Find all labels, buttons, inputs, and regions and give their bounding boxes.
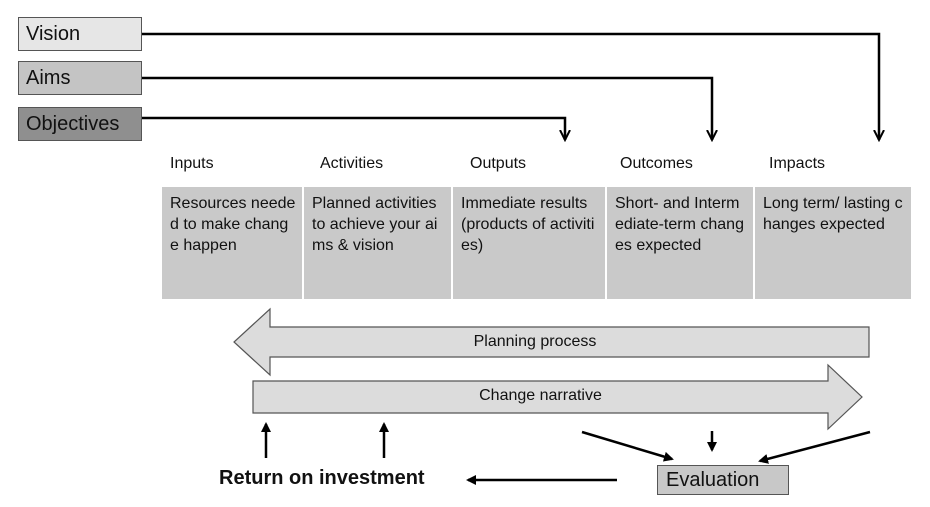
inputs-header: Inputs bbox=[170, 155, 214, 172]
planning-process-label: Planning process bbox=[473, 333, 597, 350]
activities-header: Activities bbox=[320, 155, 384, 172]
return-on-investment-label: Return on investment bbox=[219, 467, 425, 489]
outputs-description: Immediate results (products of activitie… bbox=[453, 187, 605, 299]
evaluation-box: Evaluation bbox=[657, 465, 789, 495]
column-separator bbox=[451, 187, 453, 299]
change-narrative-label: Change narrative bbox=[479, 387, 602, 404]
vision-box: Vision bbox=[18, 17, 142, 51]
impacts-header: Impacts bbox=[769, 155, 826, 172]
outputs-header: Outputs bbox=[470, 155, 527, 172]
activities-description: Planned activities to achieve your aims … bbox=[304, 187, 451, 299]
change-narrative-arrow bbox=[252, 363, 863, 431]
objectives-connector bbox=[142, 116, 565, 140]
evaluation-in-arrow bbox=[581, 430, 674, 462]
aims-connector bbox=[142, 76, 712, 140]
column-separator bbox=[605, 187, 607, 299]
column-separator bbox=[302, 187, 304, 299]
outcomes-header: Outcomes bbox=[620, 155, 693, 172]
inputs-description: Resources needed to make change happen bbox=[162, 187, 302, 299]
evaluation-in-arrow bbox=[758, 430, 871, 464]
outcomes-description: Short- and Intermediate-term changes exp… bbox=[607, 187, 753, 299]
aims-box: Aims bbox=[18, 61, 142, 95]
planning-process-arrow bbox=[233, 307, 870, 377]
objectives-box: Objectives bbox=[18, 107, 142, 141]
impacts-description: Long term/ lasting changes expected bbox=[755, 187, 911, 299]
vision-connector bbox=[142, 32, 879, 140]
column-separator bbox=[753, 187, 755, 299]
